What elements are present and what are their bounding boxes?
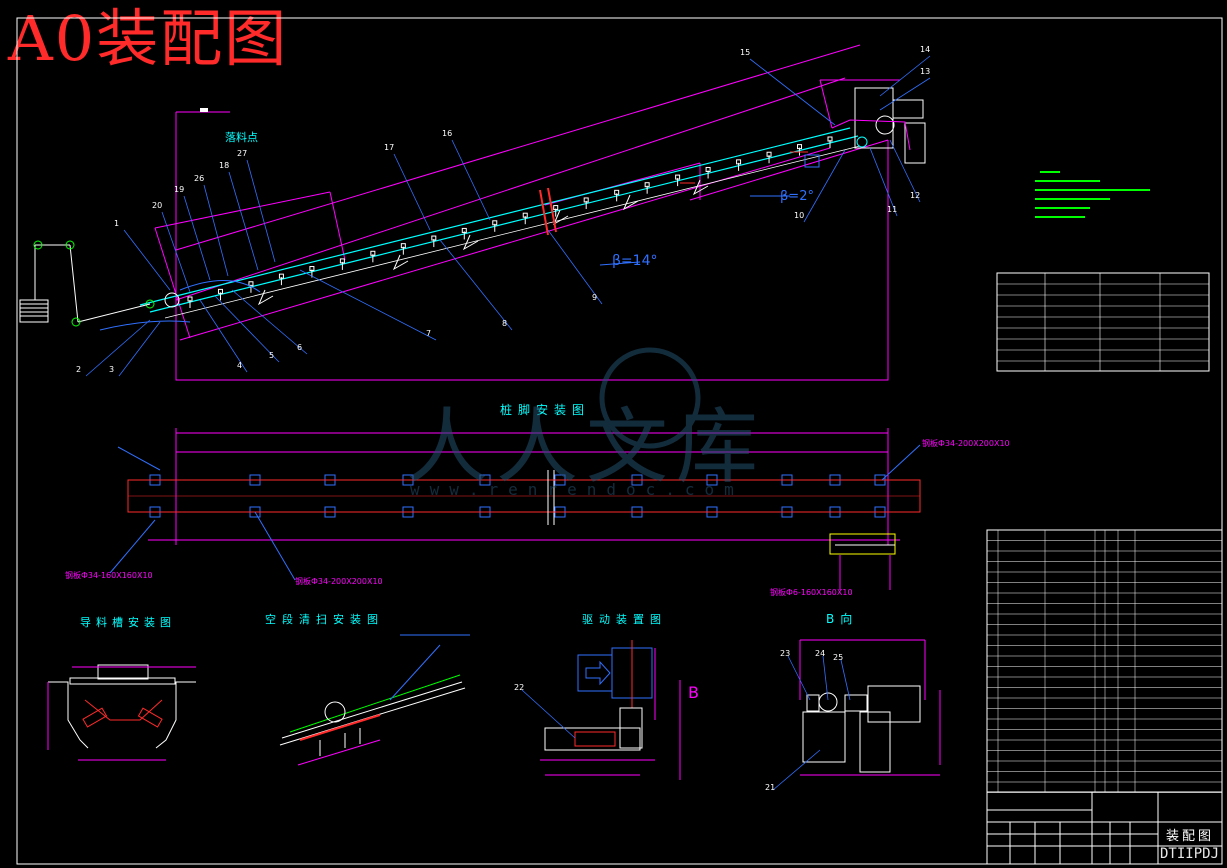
sheet-border bbox=[16, 17, 1223, 865]
callout-20: 20 bbox=[152, 201, 191, 293]
view-b-title: B向 bbox=[826, 611, 858, 626]
callout-12: 12 bbox=[889, 139, 921, 203]
callout-9: 9 bbox=[547, 229, 603, 305]
chute-title: 导料槽安装图 bbox=[80, 615, 176, 629]
callout-number: 9 bbox=[592, 293, 597, 302]
callout-number: 10 bbox=[794, 211, 804, 220]
technical-notes bbox=[1035, 171, 1150, 218]
callout-8: 8 bbox=[439, 239, 513, 331]
angle-main-label: β=14° bbox=[612, 253, 657, 269]
callout-14: 14 bbox=[879, 45, 931, 97]
chute-section: 导料槽安装图 bbox=[47, 615, 196, 761]
title-block-label: 装配图 bbox=[1166, 829, 1214, 844]
cleaner-section: 空段清扫安装图 bbox=[265, 612, 470, 766]
callout-16: 16 bbox=[442, 129, 491, 221]
callout-number: 13 bbox=[920, 67, 930, 76]
pile-foot-title: 桩脚安装图 bbox=[500, 402, 590, 417]
callout-4: 4 bbox=[199, 299, 248, 373]
callout-3: 3 bbox=[109, 321, 161, 377]
callout-number: 6 bbox=[297, 343, 302, 352]
drive-title: 驱动装置图 bbox=[582, 613, 667, 626]
callout-number: 5 bbox=[269, 351, 274, 360]
callout-number: 20 bbox=[152, 201, 162, 210]
pile-foot-plan: 桩脚安装图 钢板Ф34-160X160X10 钢板Ф34-200X200X10 … bbox=[65, 402, 1010, 597]
feed-point-label: 落料点 bbox=[225, 130, 258, 144]
callout-number: 2 bbox=[76, 365, 81, 374]
steel-left-label: 钢板Ф34-160X160X10 bbox=[65, 570, 153, 580]
callout-26: 26 bbox=[194, 174, 229, 277]
callout-number: 15 bbox=[740, 48, 750, 57]
steel-mid-label: 钢板Ф34-200X200X10 bbox=[295, 576, 383, 586]
main-elevation: β=14° β=2° 落料点 bbox=[19, 44, 926, 381]
callout-25: 25 bbox=[833, 653, 851, 701]
view-marker: B bbox=[688, 683, 699, 702]
callout-number: 7 bbox=[426, 329, 431, 338]
callout-2: 2 bbox=[76, 319, 151, 377]
callout-1: 1 bbox=[114, 219, 171, 291]
callout-15: 15 bbox=[740, 48, 836, 126]
steel-bottom-label: 钢板Ф6-160X160X10 bbox=[770, 587, 853, 597]
callout-number: 3 bbox=[109, 365, 114, 374]
callout-number: 25 bbox=[833, 653, 843, 662]
callout-17: 17 bbox=[384, 143, 431, 231]
callout-number: 19 bbox=[174, 185, 184, 194]
callout-22: 22 bbox=[514, 683, 576, 739]
drawing-title: A0装配图 bbox=[8, 2, 289, 75]
callout-number: 8 bbox=[502, 319, 507, 328]
callout-7: 7 bbox=[299, 269, 437, 341]
callout-5: 5 bbox=[214, 295, 280, 363]
callout-23: 23 bbox=[780, 649, 811, 701]
callout-number: 12 bbox=[910, 191, 920, 200]
callout-number: 22 bbox=[514, 683, 524, 692]
callout-10: 10 bbox=[794, 149, 846, 223]
title-block: 装配图 bbox=[986, 791, 1223, 865]
corner-code: DTIIPDJ bbox=[1160, 846, 1220, 862]
parts-list bbox=[986, 529, 1223, 793]
callout-number: 17 bbox=[384, 143, 394, 152]
callout-11: 11 bbox=[869, 147, 898, 217]
callout-number: 27 bbox=[237, 149, 247, 158]
callout-13: 13 bbox=[879, 67, 931, 111]
callout-number: 21 bbox=[765, 783, 775, 792]
callout-27: 27 bbox=[237, 149, 276, 263]
callout-19: 19 bbox=[174, 185, 211, 281]
steel-right-label: 钢板Ф34-200X200X10 bbox=[922, 438, 1010, 448]
callout-21: 21 bbox=[765, 749, 821, 792]
callout-number: 26 bbox=[194, 174, 204, 183]
drive-section: 驱动装置图 B bbox=[540, 613, 699, 780]
callout-number: 11 bbox=[887, 205, 897, 214]
callout-number: 1 bbox=[114, 219, 119, 228]
callout-number: 23 bbox=[780, 649, 790, 658]
angle-top-label: β=2° bbox=[780, 189, 814, 204]
cleaner-title: 空段清扫安装图 bbox=[265, 612, 384, 626]
callout-18: 18 bbox=[219, 161, 259, 271]
callout-24: 24 bbox=[815, 649, 829, 701]
view-b-section: B向 bbox=[799, 611, 941, 776]
callout-number: 16 bbox=[442, 129, 452, 138]
callout-number: 14 bbox=[920, 45, 930, 54]
callouts-detail: 21 22 23 24 25 bbox=[514, 649, 851, 792]
callout-6: 6 bbox=[231, 289, 308, 355]
parameter-table bbox=[996, 272, 1210, 372]
callout-number: 24 bbox=[815, 649, 825, 658]
callout-number: 4 bbox=[237, 361, 242, 370]
callout-number: 18 bbox=[219, 161, 229, 170]
